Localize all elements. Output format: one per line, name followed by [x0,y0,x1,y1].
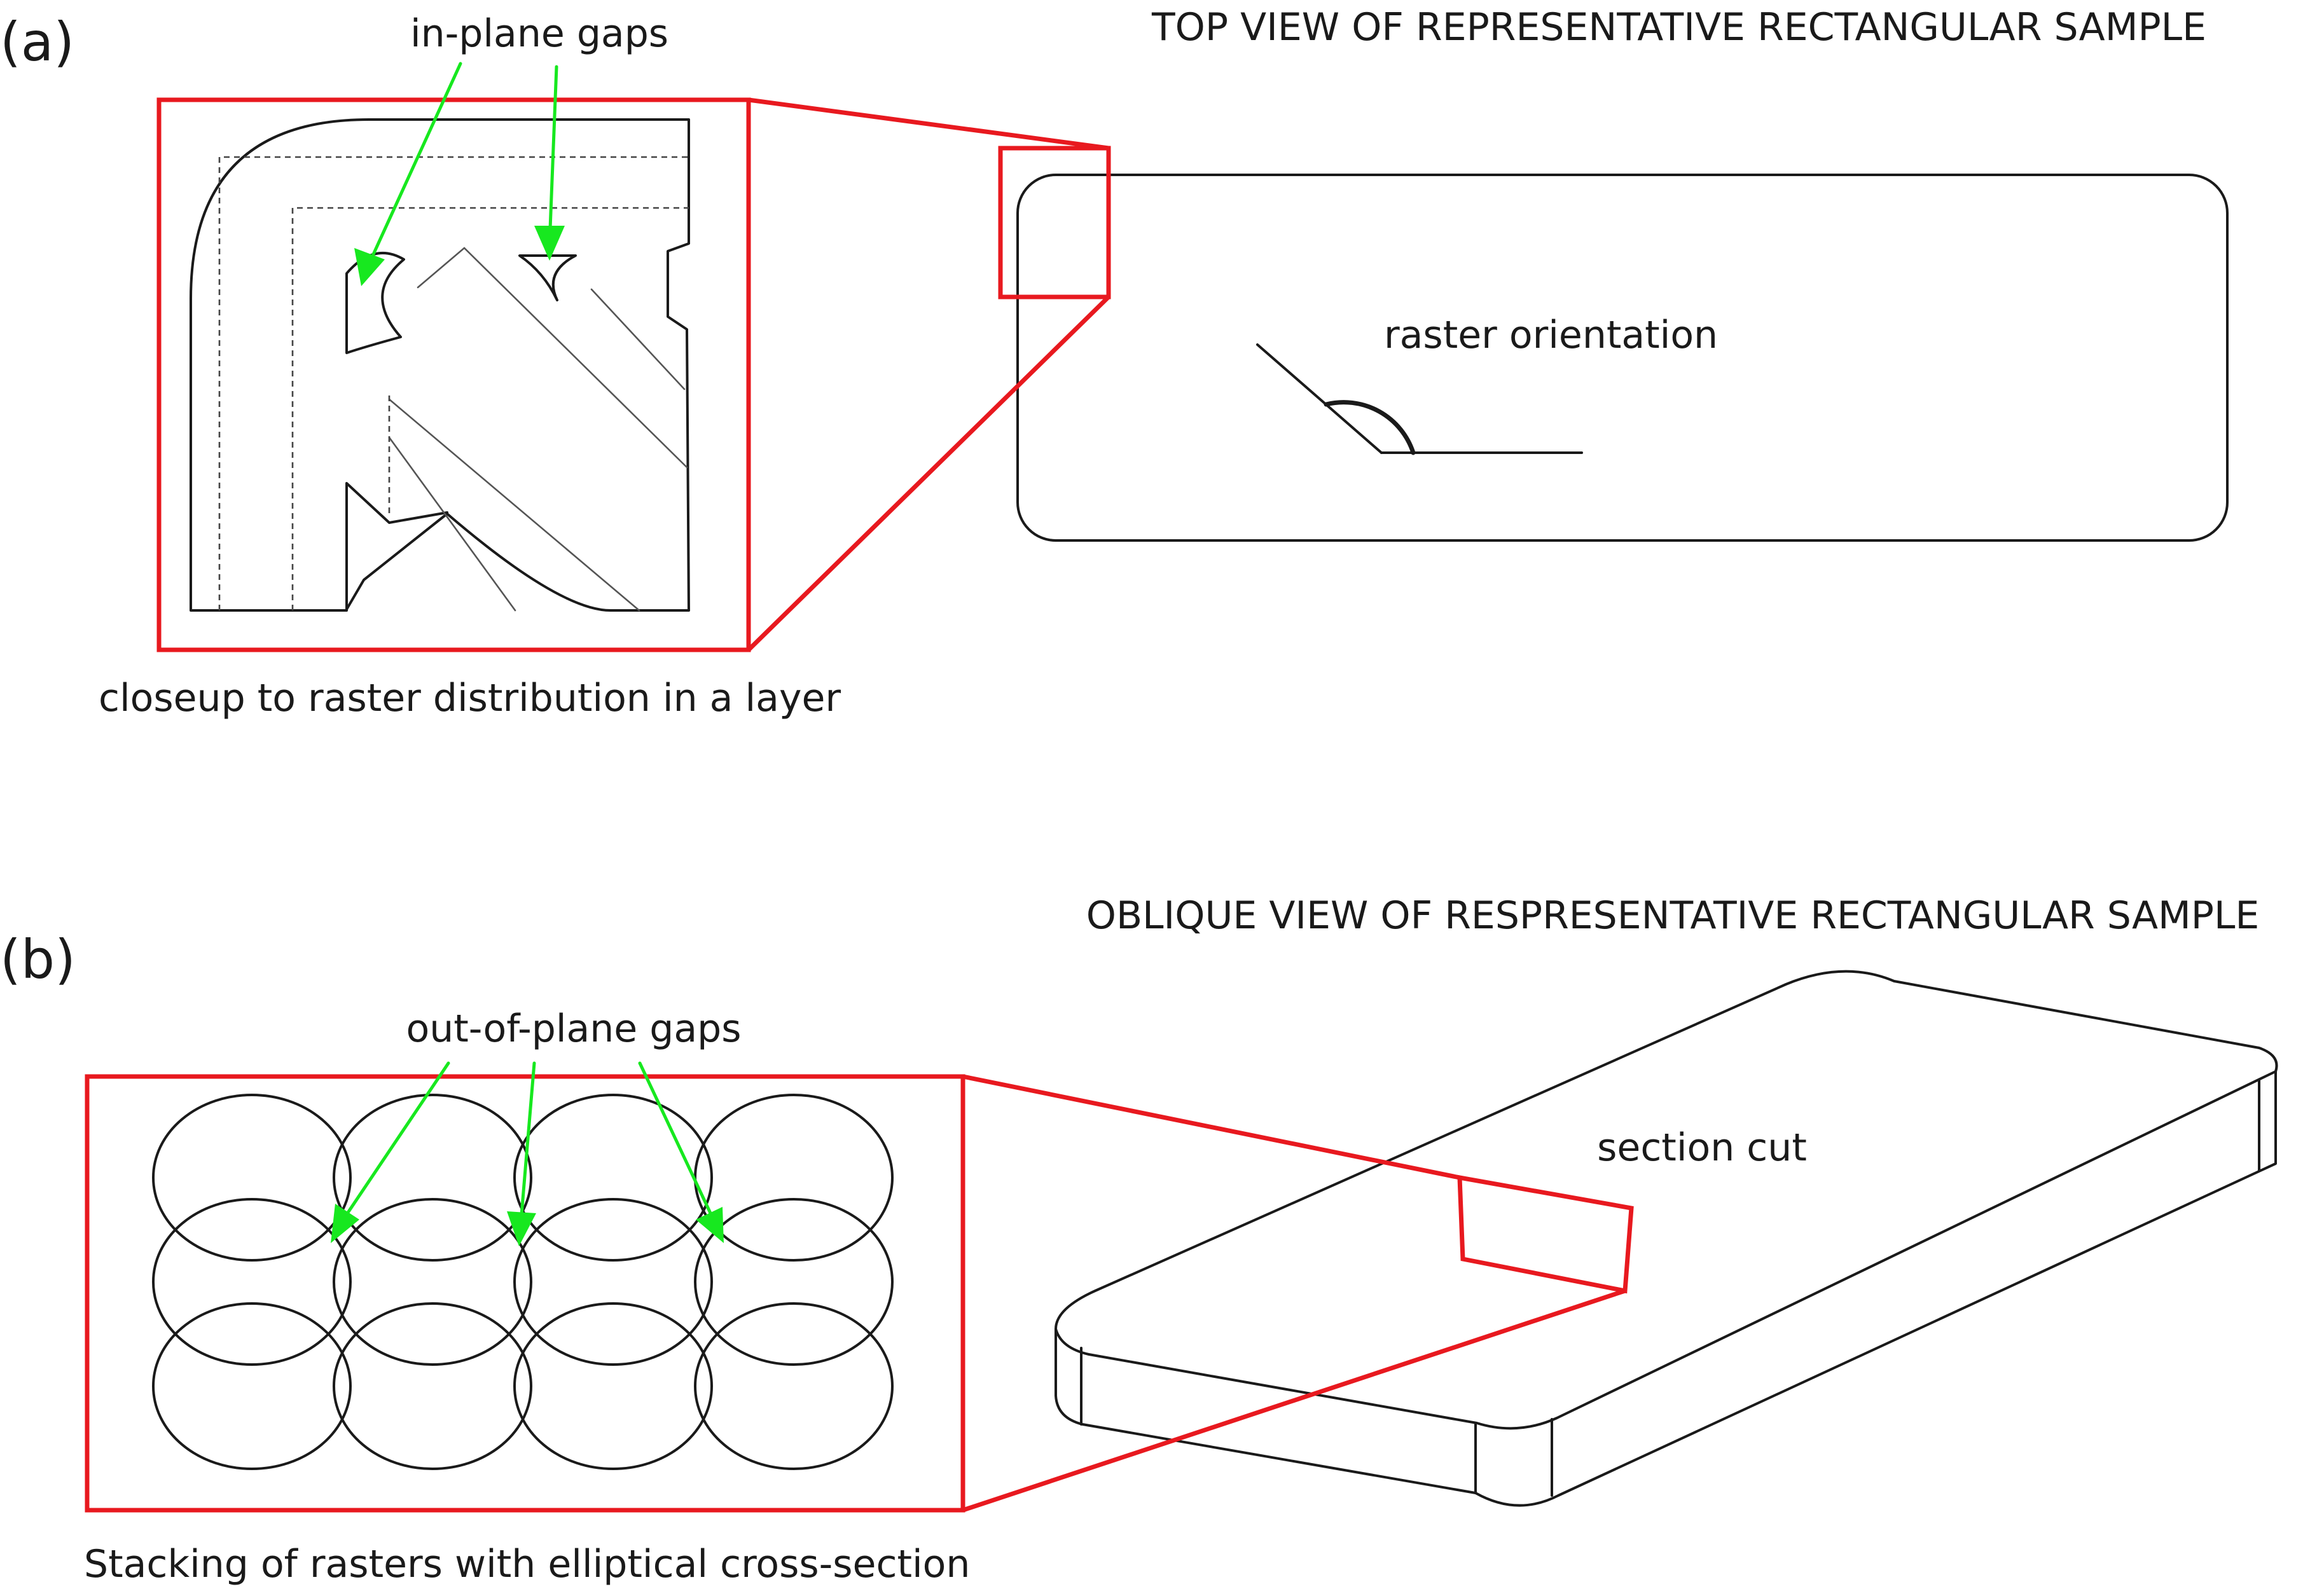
panel-b-caption: Stacking of rasters with elliptical cros… [84,1542,970,1586]
out-of-plane-gap-arrowhead-3 [696,1207,724,1243]
corner-selection-box [998,146,1111,299]
top-view-sample [1016,174,2229,542]
panel-b-view-title: OBLIQUE VIEW OF RESPRESENTATIVE RECTANGU… [1086,893,2260,938]
out-of-plane-gap-arrowhead-2 [507,1211,536,1246]
zoom-line-bottom [747,295,1110,652]
in-plane-gap-arrow-2 [548,65,558,231]
oblique-zoom-line-bottom [962,1288,1626,1513]
zoom-line-top [748,97,1109,151]
oblique-view-sample [1055,970,2278,1507]
in-plane-gap-arrowhead-2 [534,226,565,261]
panel-a-caption: closeup to raster distribution in a laye… [99,676,841,720]
out-of-plane-gap-arrowhead-1 [331,1204,359,1243]
section-cut-marker [1457,1174,1634,1294]
raster-orientation-label: raster orientation [1384,313,1718,357]
in-plane-gap-arrowhead-1 [354,248,385,286]
in-plane-gap-arrow-1 [371,62,462,256]
raster-closeup [190,118,690,612]
oblique-zoom-line-top [962,1074,1460,1180]
raster-orientation-angle [1256,343,1583,455]
panel-a-label: (a) [0,11,74,73]
panel-b-label: (b) [0,928,76,991]
panel-a-view-title: TOP VIEW OF REPRESENTATIVE RECTANGULAR S… [1151,5,2206,50]
closeup-frame [156,97,751,652]
raster-cross-section-stack [152,1094,894,1470]
out-of-plane-gaps-label: out-of-plane gaps [406,1007,742,1051]
section-cut-label: section cut [1597,1125,1807,1170]
out-of-plane-gap-arrow-2 [520,1061,536,1216]
out-of-plane-gap-arrow-1 [345,1061,450,1216]
cross-section-frame [85,1074,965,1513]
in-plane-gaps-label: in-plane gaps [410,11,668,56]
out-of-plane-gap-arrow-3 [638,1061,713,1216]
